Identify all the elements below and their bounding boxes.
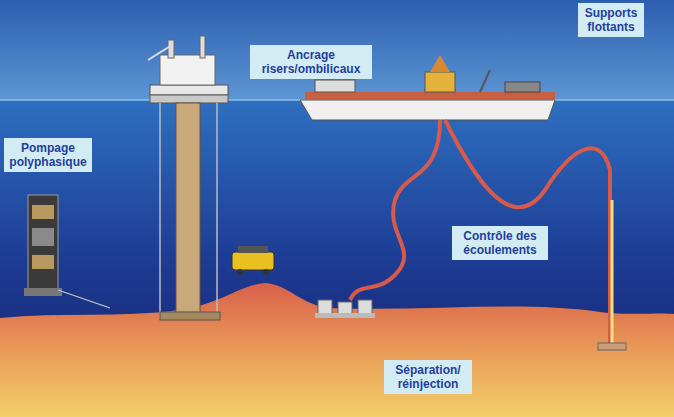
riser — [350, 120, 440, 300]
label-text: Pompage polyphasique — [9, 141, 87, 169]
wellhead — [598, 343, 626, 350]
label-text: Ancrage risers/ombilicaux — [255, 48, 367, 76]
sky — [0, 0, 674, 100]
label-text: Séparation/ réinjection — [389, 363, 467, 391]
seabed — [0, 283, 674, 417]
label-box: Séparation/ réinjection — [384, 360, 472, 394]
riser — [445, 120, 610, 345]
label-box: Contrôle des écoulements — [452, 226, 548, 260]
label-box: Supports flottants — [578, 3, 644, 37]
platform — [148, 36, 228, 320]
pump-module — [24, 195, 110, 308]
manifold — [315, 300, 375, 318]
label-text: Contrôle des écoulements — [457, 229, 543, 257]
rov — [232, 246, 274, 275]
flowline — [611, 200, 614, 345]
sea — [0, 100, 674, 417]
label-box: Ancrage risers/ombilicaux — [250, 45, 372, 79]
label-box: Pompage polyphasique — [4, 138, 92, 172]
label-text: Supports flottants — [583, 6, 639, 34]
